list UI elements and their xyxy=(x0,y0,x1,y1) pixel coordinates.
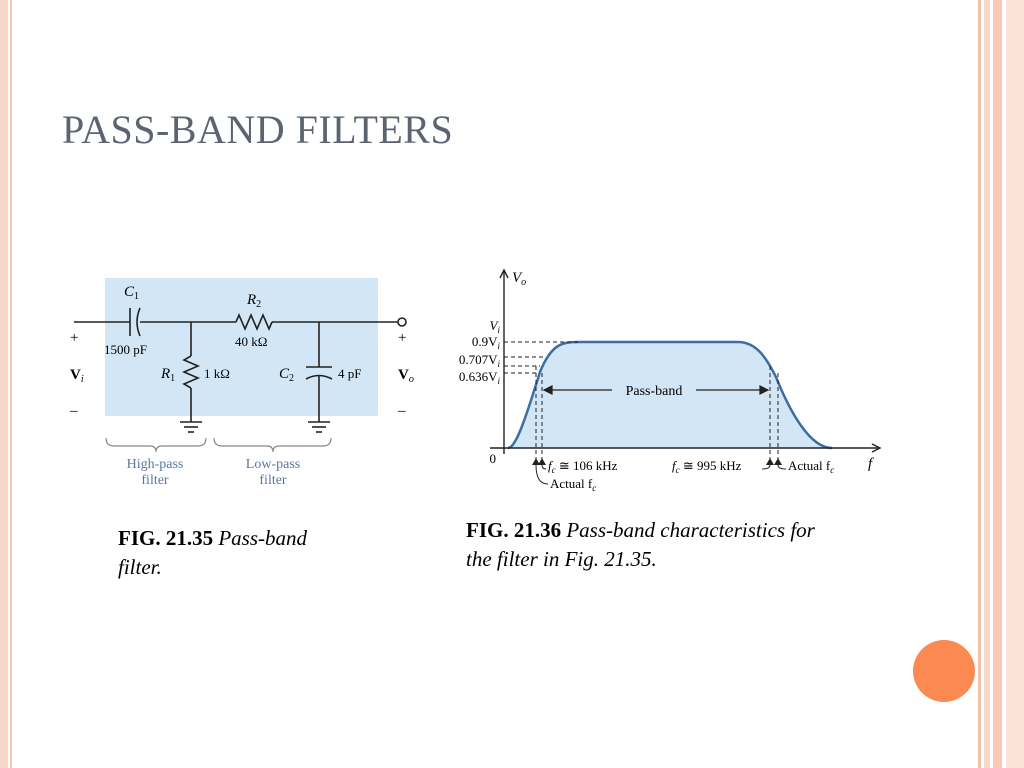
input-minus: – xyxy=(69,403,78,419)
actual-fc-high-label: Actual fc xyxy=(788,458,834,475)
r1-label: R1 xyxy=(160,366,175,384)
level-0-9-label: 0.9Vi xyxy=(472,334,501,351)
lowpass-label-line1: Low-pass xyxy=(246,457,300,472)
slide-frame-right xyxy=(978,0,981,768)
output-plus: + xyxy=(398,330,406,346)
figure-21-36-caption: FIG. 21.36 Pass-band characteristics for… xyxy=(466,516,836,574)
pass-band-filter-circuit: C1 1500 pF R2 40 kΩ R1 1 kΩ C2 4 pF + Vi… xyxy=(69,278,414,488)
figure-number: FIG. 21.35 xyxy=(118,526,214,550)
figure-text: Pass-band characteristics for the filter… xyxy=(466,518,815,571)
slide-title: PASS-BAND FILTERS xyxy=(62,107,454,152)
input-voltage-label: Vi xyxy=(70,367,84,385)
slide-frame-left-line xyxy=(10,0,12,768)
response-curve xyxy=(507,340,833,450)
slide-frame-right xyxy=(993,0,1002,768)
level-0-636-label: 0.636Vi xyxy=(459,369,501,386)
vi-level-label: Vi xyxy=(490,318,501,335)
lowpass-label-line2: filter xyxy=(259,473,287,488)
output-voltage-label: Vo xyxy=(398,367,414,385)
fc-high-label: fc ≅ 995 kHz xyxy=(672,458,742,475)
slide-frame-right xyxy=(984,0,990,768)
c1-value: 1500 pF xyxy=(104,342,147,357)
r2-label: R2 xyxy=(246,292,261,310)
y-axis-label: Vo xyxy=(512,270,526,288)
origin-label: 0 xyxy=(490,451,497,466)
figure-text: Pass-band filter. xyxy=(118,526,308,579)
x-axis-label: f xyxy=(868,456,874,472)
r1-value: 1 kΩ xyxy=(204,366,230,381)
c1-label: C1 xyxy=(124,284,139,302)
response-fill xyxy=(508,342,832,448)
figure-number: FIG. 21.36 xyxy=(466,518,562,542)
highpass-label-line2: filter xyxy=(141,473,169,488)
level-0-707-label: 0.707Vi xyxy=(459,352,501,369)
pass-band-response-graph: Vo f 0 Vi 0.9Vi 0.707Vi 0.636Vi Pass-ban… xyxy=(459,268,882,493)
circuit-shading xyxy=(105,278,378,416)
highpass-label-line1: High-pass xyxy=(127,457,184,472)
figure-21-35-caption: FIG. 21.35 Pass-band filter. xyxy=(118,524,333,582)
c2-value: 4 pF xyxy=(338,366,361,381)
slide-frame-left xyxy=(0,0,8,768)
fc-low-label: fc ≅ 106 kHz xyxy=(548,458,618,475)
passband-label: Pass-band xyxy=(626,384,683,399)
input-plus: + xyxy=(70,330,78,346)
actual-fc-low-label: Actual fc xyxy=(550,476,596,493)
slide-frame-right xyxy=(1006,0,1024,768)
r2-value: 40 kΩ xyxy=(235,334,267,349)
output-minus: – xyxy=(397,403,406,419)
c2-label: C2 xyxy=(279,366,294,384)
accent-circle xyxy=(913,640,975,702)
